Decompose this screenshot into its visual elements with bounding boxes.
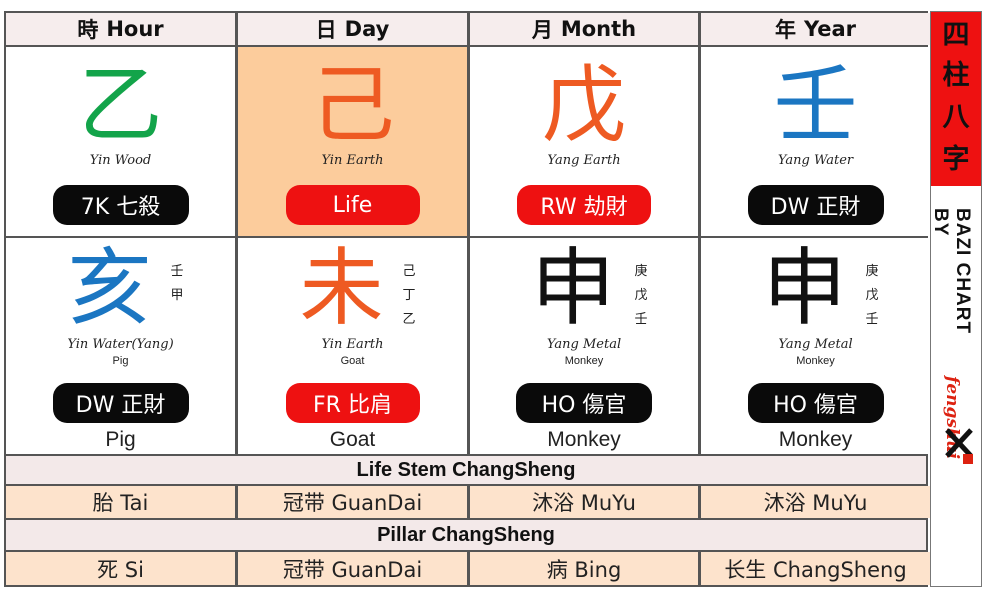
stem-element: Yin Wood [89, 153, 152, 168]
branch-animal-small: Monkey [796, 355, 835, 367]
branch-animal: Goat [329, 428, 376, 451]
fengshui-logo-icon: fengshui [942, 375, 973, 464]
side-title-block: 四 柱 八 字 [931, 12, 981, 186]
stem-char: 戊 [541, 56, 626, 154]
ten-god-badge: Life [285, 185, 420, 225]
hidden-stem: 壬 [865, 312, 879, 327]
stem-char: 壬 [773, 56, 858, 154]
branch-animal: Monkey [778, 428, 853, 451]
stem-element: Yang Water [777, 153, 854, 168]
branch-element: Yang Metal [546, 337, 622, 352]
fengshui-logo: fengshui [937, 372, 975, 472]
branch-hour: 亥 壬甲 Yin Water(Yang) Pig DW 正財 Pig [6, 238, 235, 454]
branch-animal-small: Monkey [564, 355, 604, 367]
stem-char: 乙 [78, 56, 163, 154]
hidden-stem: 壬 [634, 312, 648, 327]
ten-god-badge: 7K 七殺 [52, 185, 189, 225]
ten-god-badge: DW 正財 [747, 185, 884, 225]
side-char-2: 柱 [942, 60, 970, 91]
ten-god-badge: DW 正財 [52, 383, 189, 423]
header-en: Day [344, 17, 390, 41]
hidden-stem: 乙 [402, 312, 416, 327]
header-en: Month [560, 17, 637, 41]
stem-element: Yang Earth [547, 153, 621, 168]
life-stem-cell-day: 冠带 GuanDai [238, 486, 467, 518]
ten-god-badge: RW 劫財 [517, 185, 651, 225]
branch-animal: Monkey [547, 428, 621, 451]
ten-god-badge: FR 比肩 [285, 383, 420, 423]
header-zh: 月 [531, 18, 553, 42]
stem-char: 己 [310, 56, 395, 154]
branch-char: 申 [530, 239, 615, 337]
branch-animal-small: Goat [340, 355, 365, 367]
header-hour: 時 Hour [6, 13, 235, 45]
side-chart-by-label: BAZI CHART BY [930, 208, 973, 335]
hidden-stem: 己 [402, 264, 416, 279]
ten-god-badge: HO 傷官 [747, 383, 884, 423]
hidden-stem: 壬 [170, 264, 184, 279]
side-char-3: 八 [942, 102, 970, 133]
branch-animal-small: Pig [112, 355, 129, 367]
hidden-stem: 戊 [634, 288, 648, 303]
header-en: Year [803, 17, 857, 41]
side-banner: 四 柱 八 字 BAZI CHART BY fengshui [930, 11, 982, 587]
hidden-stem: 戊 [865, 288, 879, 303]
hidden-stem: 庚 [634, 264, 648, 279]
hidden-stem: 庚 [865, 264, 879, 279]
hidden-stem: 丁 [402, 288, 416, 303]
branch-element: Yang Metal [778, 337, 853, 352]
ten-god-badge: HO 傷官 [516, 383, 652, 423]
header-zh: 年 [774, 18, 796, 42]
life-stem-cell-hour: 胎 Tai [6, 486, 235, 518]
header-year: 年 Year [701, 13, 930, 45]
pillar-cell-hour: 死 Si [6, 552, 235, 585]
life-stem-cell-year: 沐浴 MuYu [701, 486, 930, 518]
stem-element: Yin Earth [321, 153, 384, 168]
branch-animal: Pig [105, 428, 136, 451]
side-char-1: 四 [942, 20, 970, 51]
header-month: 月 Month [470, 13, 698, 45]
header-zh: 時 [77, 18, 99, 42]
life-stem-changsheng-title: Life Stem ChangSheng [6, 456, 926, 484]
pillar-cell-month: 病 Bing [470, 552, 698, 585]
branch-char: 亥 [67, 239, 152, 337]
header-en: Hour [106, 17, 164, 41]
branch-element: Yin Water(Yang) [67, 337, 174, 352]
branch-char: 未 [299, 239, 384, 337]
side-char-4: 字 [942, 144, 970, 175]
pillar-changsheng-title: Pillar ChangSheng [6, 520, 926, 550]
pillar-cell-day: 冠带 GuanDai [238, 552, 467, 585]
pillar-cell-year: 长生 ChangSheng [701, 552, 930, 585]
hidden-stem: 甲 [170, 288, 184, 303]
branch-element: Yin Earth [321, 337, 384, 352]
life-stem-cell-month: 沐浴 MuYu [470, 486, 698, 518]
header-zh: 日 [315, 18, 337, 42]
header-day: 日 Day [238, 13, 467, 45]
branch-char: 申 [762, 239, 847, 337]
